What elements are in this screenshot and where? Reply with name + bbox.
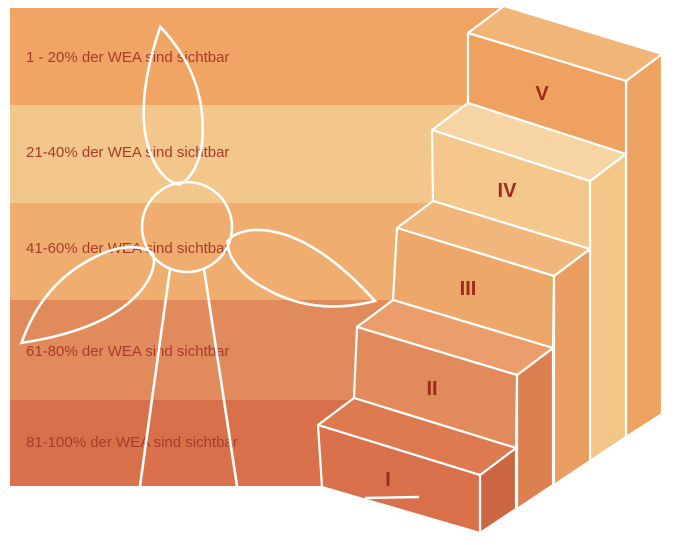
step-ii-numeral: II: [426, 378, 437, 400]
band-labels: 1 - 20% der WEA sind sichtbar 21-40% der…: [26, 49, 238, 451]
band-label-61-80: 61-80% der WEA sind sichtbar: [26, 343, 229, 360]
step-numerals: V IV III II I: [385, 83, 549, 491]
wind-turbine-icon: [19, 24, 378, 488]
step-v-numeral: V: [535, 83, 549, 105]
band-label-1-20: 1 - 20% der WEA sind sichtbar: [26, 49, 229, 66]
turbine-tower-left-line: [138, 267, 172, 488]
turbine-blade-up: [142, 24, 204, 186]
band-label-21-40: 21-40% der WEA sind sichtbar: [26, 144, 229, 161]
turbine-tower-right-line: [202, 267, 239, 488]
band-81-100: [10, 400, 354, 486]
step-i-numeral: I: [385, 469, 391, 491]
staircase: [316, 4, 664, 535]
band-label-81-100: 81-100% der WEA sind sichtbar: [26, 434, 238, 451]
step-iii-numeral: III: [460, 278, 477, 300]
turbine-hub-circle: [140, 180, 234, 274]
step-i-front-face: [316, 423, 482, 535]
step-iv-numeral: IV: [498, 180, 518, 202]
step-v-side-face: [624, 52, 664, 439]
step-iii-side-face: [552, 247, 592, 487]
band-61-80: [10, 300, 393, 400]
band-1-20: [10, 8, 504, 105]
step-iv-side-face: [588, 152, 628, 463]
band-41-60: [10, 203, 433, 300]
turbine-blade-left: [19, 245, 156, 345]
band-21-40: [10, 105, 468, 203]
turbine-blade-right: [226, 228, 378, 308]
visibility-bands: [10, 8, 504, 486]
step-i-base-line: [364, 495, 420, 500]
